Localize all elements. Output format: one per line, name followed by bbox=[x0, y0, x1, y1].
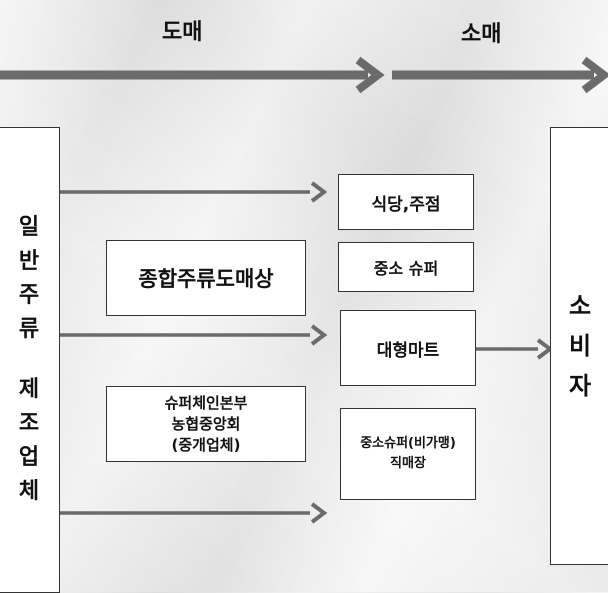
retail-flow-arrowhead bbox=[581, 56, 608, 94]
restaurant-label: 식당,주점 bbox=[371, 194, 441, 215]
retail-label: 소매 bbox=[461, 22, 502, 47]
mid-super-label: 중소 슈퍼 bbox=[373, 259, 439, 278]
mid-super-box: 중소 슈퍼 bbox=[338, 242, 474, 292]
supermarket-hq-line2: 농협중앙회 bbox=[171, 414, 241, 433]
manufacturer-box: 일 반 주 류 제 조 업 체 bbox=[0, 127, 60, 593]
hypermarket-label: 대형마트 bbox=[376, 340, 440, 361]
restaurant-box: 식당,주점 bbox=[338, 174, 474, 230]
arrow-to-restaurant-head bbox=[310, 181, 328, 203]
manufacturer-label: 일 반 주 류 제 조 업 체 bbox=[18, 215, 40, 504]
arrow-to-hypermarket-head bbox=[310, 324, 328, 346]
direct-store-line2: 직매장 bbox=[390, 456, 426, 471]
consumer-label: 소 비 자 bbox=[568, 292, 592, 400]
general-wholesaler-box: 종합주류도매상 bbox=[106, 240, 306, 316]
supermarket-hq-box: 슈퍼체인본부 농협중앙회 (중개업체) bbox=[106, 386, 306, 462]
direct-store-box: 중소슈퍼(비가맹) 직매장 bbox=[340, 408, 476, 500]
arrow-to-consumer-head bbox=[536, 338, 554, 360]
hypermarket-box: 대형마트 bbox=[340, 310, 476, 386]
arrow-to-direct-store-head bbox=[310, 502, 328, 524]
supermarket-hq-line1: 슈퍼체인본부 bbox=[164, 393, 248, 412]
general-wholesaler-label: 종합주류도매상 bbox=[138, 267, 274, 291]
consumer-box: 소 비 자 bbox=[550, 127, 608, 565]
wholesale-label: 도매 bbox=[162, 20, 203, 45]
supermarket-hq-line3: (중개업체) bbox=[171, 435, 241, 454]
direct-store-line1: 중소슈퍼(비가맹) bbox=[360, 436, 456, 451]
wholesale-flow-arrowhead bbox=[355, 56, 385, 94]
